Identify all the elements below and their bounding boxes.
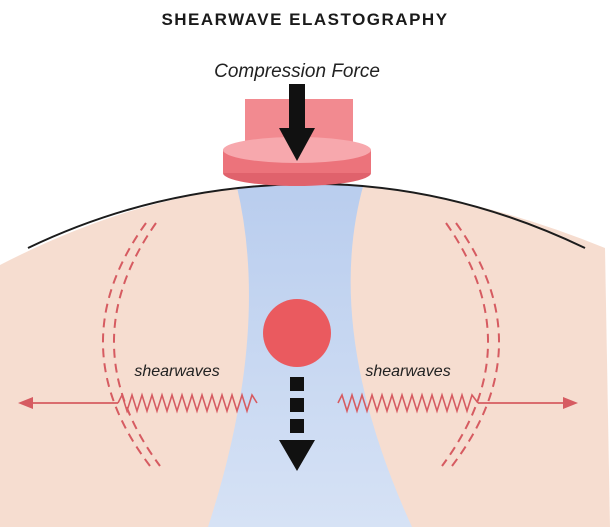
- shearwaves-label-left: shearwaves: [134, 363, 219, 380]
- lesion: [263, 299, 331, 367]
- shearwaves-label-right: shearwaves: [365, 363, 450, 380]
- compression-force-label: Compression Force: [214, 61, 380, 82]
